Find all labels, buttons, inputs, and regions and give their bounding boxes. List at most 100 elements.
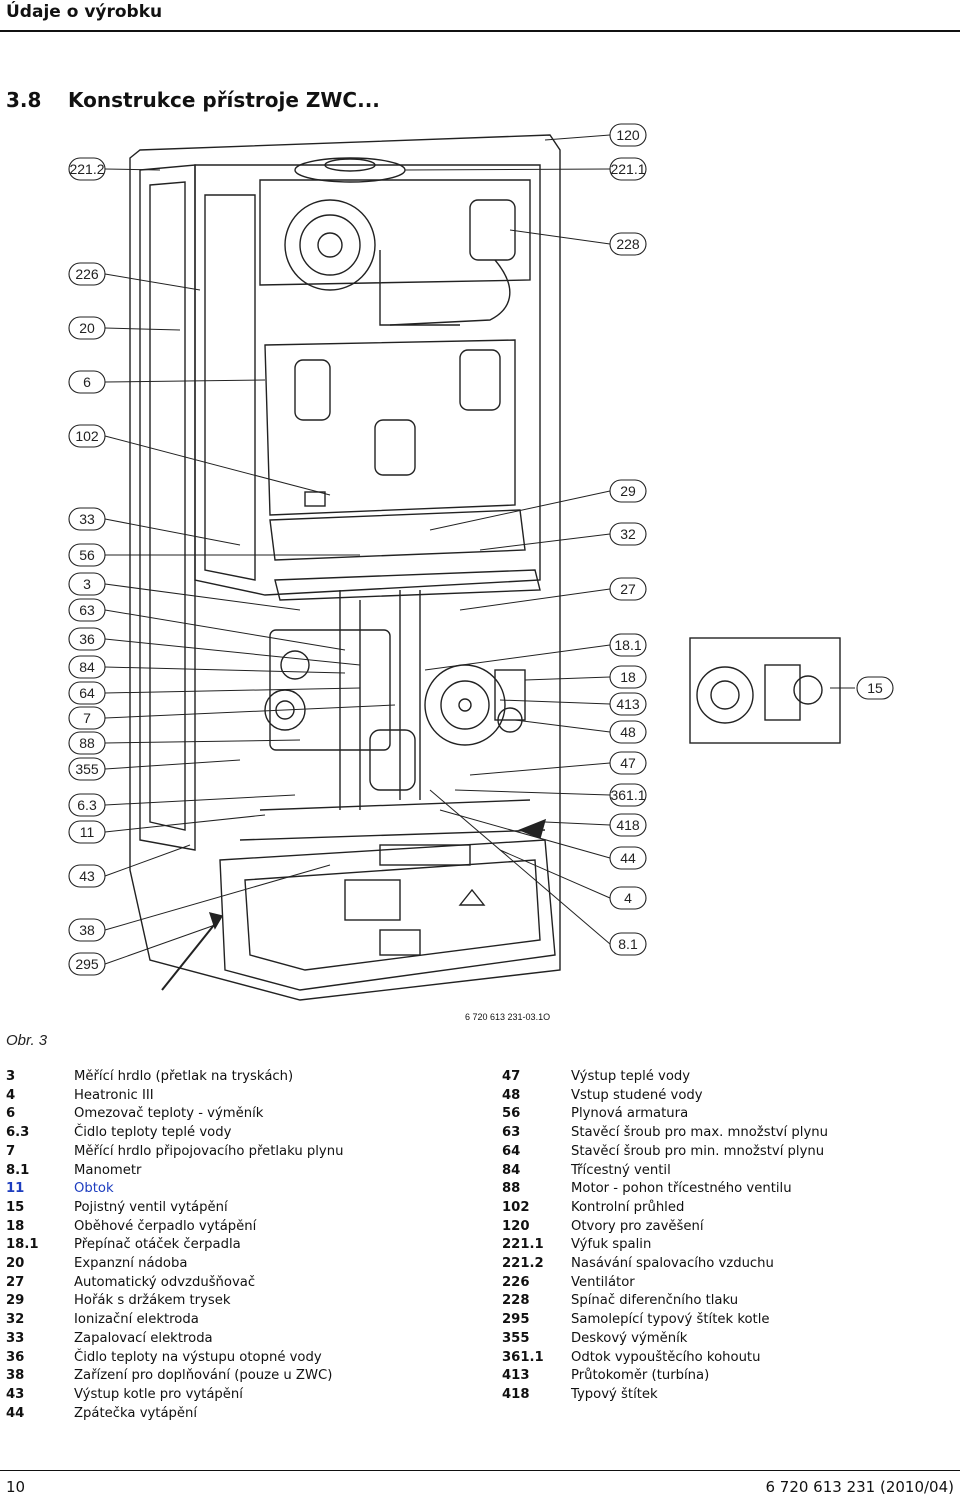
legend-text: Typový štítek <box>571 1386 658 1402</box>
svg-text:7: 7 <box>83 710 91 726</box>
callouts-left: 221.222620610233563633684647883556.31143… <box>68 157 106 976</box>
legend-number: 221.2 <box>502 1256 544 1271</box>
legend-text: Výstup teplé vody <box>571 1069 691 1084</box>
legend-text: Měřící hrdlo (přetlak na tryskách) <box>74 1069 294 1084</box>
legend-number: 7 <box>6 1143 16 1159</box>
legend-number: 29 <box>6 1293 25 1309</box>
callout-361.1: 361.1 <box>609 783 647 807</box>
figure-caption: Obr. 3 <box>6 1032 48 1049</box>
svg-text:226: 226 <box>75 266 99 282</box>
footer-rule <box>0 1470 960 1471</box>
callout-221.1: 221.1 <box>609 157 647 181</box>
legend-number: 418 <box>502 1386 530 1402</box>
svg-text:38: 38 <box>79 922 95 938</box>
legend-number: 8.1 <box>6 1162 30 1178</box>
legend-text: Vstup studené vody <box>571 1087 703 1103</box>
svg-text:120: 120 <box>616 127 640 143</box>
svg-text:15: 15 <box>867 680 883 696</box>
callout-6.3: 6.3 <box>68 793 106 817</box>
legend-number: 18 <box>6 1218 25 1234</box>
legend-text: Otvory pro zavěšení <box>571 1218 704 1234</box>
legend-number: 84 <box>502 1162 521 1178</box>
svg-text:102: 102 <box>75 428 99 444</box>
callout-38: 38 <box>68 918 106 942</box>
callout-84: 84 <box>68 655 106 679</box>
svg-text:84: 84 <box>79 659 95 675</box>
legend-number: 6.3 <box>6 1125 30 1141</box>
svg-text:47: 47 <box>620 755 636 771</box>
svg-text:29: 29 <box>620 483 636 499</box>
svg-text:413: 413 <box>616 696 640 712</box>
callout-102: 102 <box>68 424 106 448</box>
legend-text: Ionizační elektroda <box>74 1312 199 1328</box>
svg-text:6: 6 <box>83 374 91 390</box>
svg-text:228: 228 <box>616 236 640 252</box>
legend-text: Průtokoměr (turbína) <box>571 1368 710 1384</box>
legend-number: 295 <box>502 1312 530 1328</box>
legend-number: 36 <box>6 1349 25 1365</box>
callout-43: 43 <box>68 864 106 888</box>
callout-33: 33 <box>68 507 106 531</box>
legend-text: Zařízení pro doplňování (pouze u ZWC) <box>74 1368 333 1384</box>
callout-18.1: 18.1 <box>609 633 647 657</box>
callout-47: 47 <box>609 751 647 775</box>
callout-6: 6 <box>68 370 106 394</box>
combustion-chamber <box>194 164 541 596</box>
legend-number: 38 <box>6 1368 25 1384</box>
callout-221.2: 221.2 <box>68 157 106 181</box>
callout-56: 56 <box>68 543 106 567</box>
pressure-switch <box>469 199 516 261</box>
pump-detail-box <box>689 637 841 744</box>
legend-text: Čidlo teploty na výstupu otopné vody <box>74 1349 322 1365</box>
legend-number: 48 <box>502 1087 521 1103</box>
legend-number: 6 <box>6 1106 16 1122</box>
callout-3: 3 <box>68 572 106 596</box>
legend-number: 120 <box>502 1218 530 1234</box>
fan-unit <box>284 199 376 291</box>
circulation-pump <box>424 664 506 746</box>
callout-418: 418 <box>609 813 647 837</box>
callout-36: 36 <box>68 627 106 651</box>
legend-text: Třícestný ventil <box>571 1162 671 1178</box>
legend-number: 27 <box>6 1274 25 1290</box>
svg-text:48: 48 <box>620 724 636 740</box>
svg-text:18: 18 <box>620 669 636 685</box>
callout-413: 413 <box>609 692 647 716</box>
legend-text: Motor - pohon třícestného ventilu <box>571 1181 792 1197</box>
svg-text:418: 418 <box>616 817 640 833</box>
callout-120: 120 <box>609 123 647 147</box>
callout-18: 18 <box>609 665 647 689</box>
legend-text: Hořák s držákem trysek <box>74 1293 231 1309</box>
legend-number: 43 <box>6 1386 25 1402</box>
svg-text:361.1: 361.1 <box>610 787 645 803</box>
svg-text:3: 3 <box>83 576 91 592</box>
legend-text: Spínač diferenčního tlaku <box>571 1293 739 1309</box>
svg-text:56: 56 <box>79 547 95 563</box>
callout-48: 48 <box>609 720 647 744</box>
callout-355: 355 <box>68 757 106 781</box>
legend-number: 18.1 <box>6 1237 39 1253</box>
callout-4: 4 <box>609 886 647 910</box>
svg-text:8.1: 8.1 <box>618 936 638 952</box>
header-rule <box>0 30 960 32</box>
legend-text: Pojistný ventil vytápění <box>74 1199 228 1215</box>
callout-226: 226 <box>68 262 106 286</box>
legend-number: 413 <box>502 1368 530 1384</box>
control-unit <box>219 839 556 991</box>
svg-text:295: 295 <box>75 956 99 972</box>
legend-number: 15 <box>6 1199 25 1215</box>
svg-text:44: 44 <box>620 850 636 866</box>
legend-text: Stavěcí šroub pro max. množství plynu <box>571 1125 828 1141</box>
callout-7: 7 <box>68 706 106 730</box>
svg-text:27: 27 <box>620 581 636 597</box>
legend-text: Manometr <box>74 1162 142 1178</box>
legend-text: Odtok vypouštěcího kohoutu <box>571 1349 761 1365</box>
burner <box>269 509 526 561</box>
svg-text:36: 36 <box>79 631 95 647</box>
legend-text: Výstup kotle pro vytápění <box>74 1386 243 1402</box>
callout-15: 15 <box>856 676 894 700</box>
legend-text: Plynová armatura <box>571 1106 689 1122</box>
legend-number: 88 <box>502 1181 521 1197</box>
svg-text:63: 63 <box>79 602 95 618</box>
svg-text:11: 11 <box>80 824 95 840</box>
